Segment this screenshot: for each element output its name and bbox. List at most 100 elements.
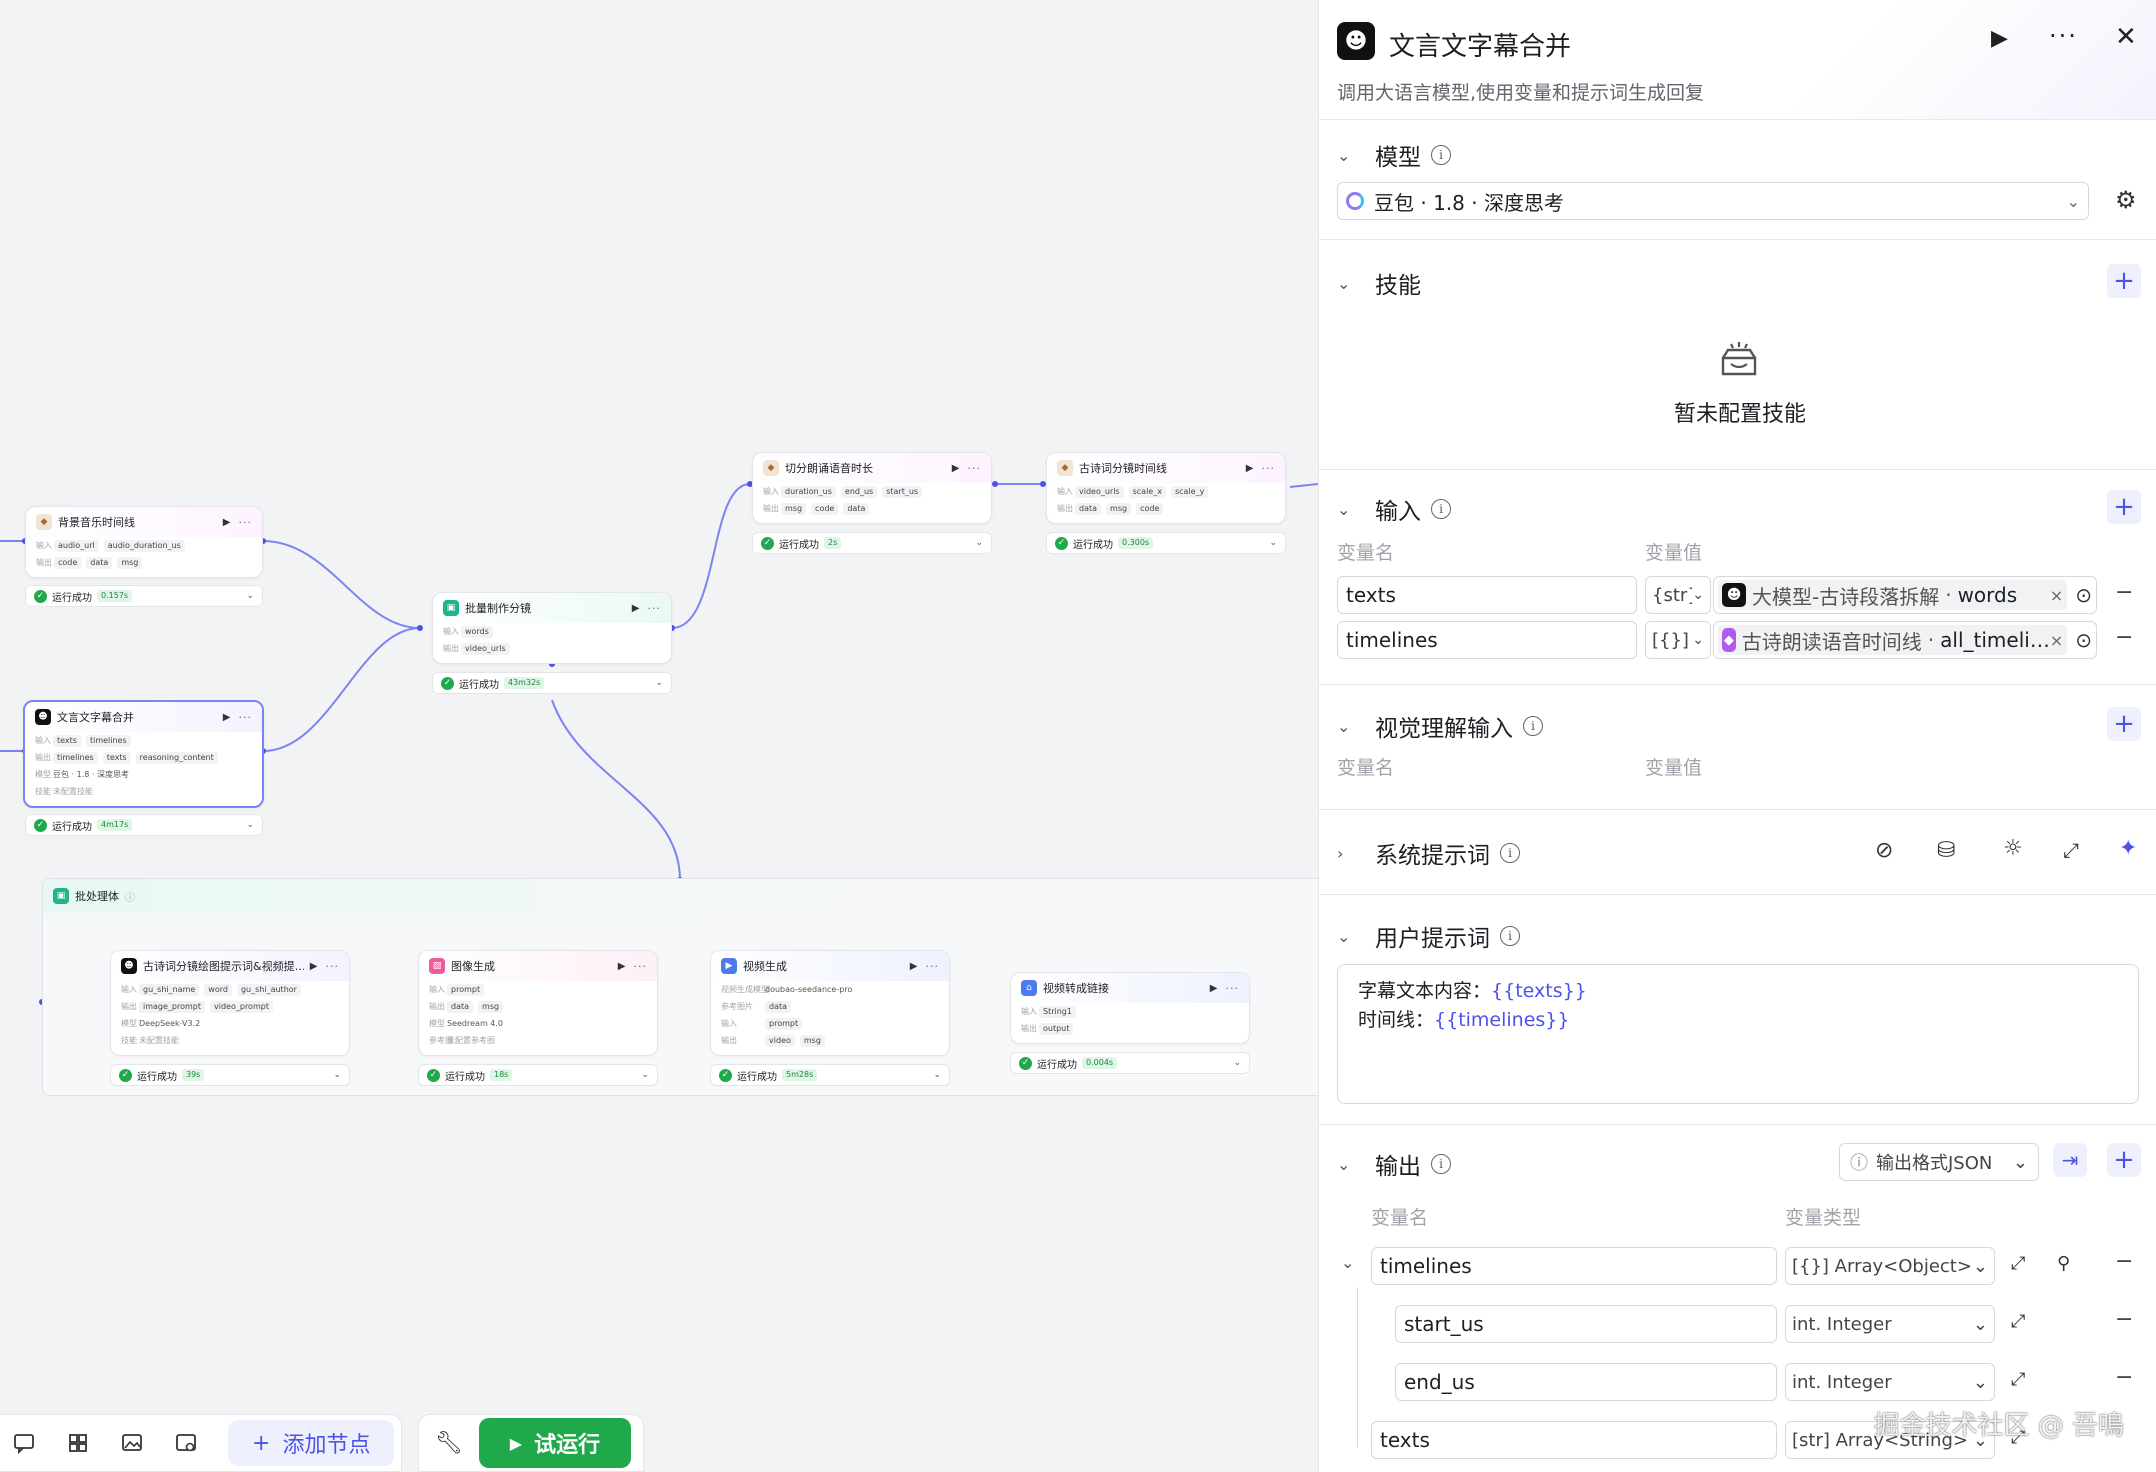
more-icon[interactable]: ··· [2049, 22, 2078, 50]
play-icon[interactable]: ▶ [1991, 26, 2008, 51]
play-icon[interactable]: ▶ [309, 960, 318, 972]
status-bar-gsjh[interactable]: ✓ 运行成功 39s ⌄ [110, 1064, 350, 1086]
node-poem-storyboard-timeline[interactable]: ◆ 古诗词分镜时间线 ▶ ··· 输入 video_urls scale_x s… [1046, 452, 1286, 524]
chevron-down-icon[interactable]: ⌄ [1337, 499, 1351, 519]
output-name-field[interactable]: timelines [1371, 1247, 1777, 1285]
chevron-down-icon[interactable]: ⌄ [975, 538, 983, 548]
model-select[interactable]: 豆包 · 1.8 · 深度思考 ⌄ [1337, 182, 2089, 220]
chevron-down-icon[interactable]: ⌄ [246, 820, 254, 830]
info-icon[interactable]: i [1500, 926, 1520, 946]
add-output-button[interactable]: + [2107, 1143, 2141, 1177]
info-icon[interactable]: i [1523, 716, 1543, 736]
more-icon[interactable]: ··· [925, 959, 939, 973]
expand-icon[interactable]: ⤢ [2011, 1369, 2026, 1390]
more-icon[interactable]: ··· [967, 461, 981, 475]
more-icon[interactable]: ··· [647, 601, 661, 615]
play-icon[interactable]: ▶ [222, 516, 231, 528]
input-name-field[interactable]: texts [1337, 576, 1637, 614]
output-type-select[interactable]: [{}] Array<Object> ⌄ [1785, 1247, 1995, 1285]
info-icon[interactable]: i [1431, 1154, 1451, 1174]
output-name-field[interactable]: end_us [1395, 1363, 1777, 1401]
status-bar-spzl[interactable]: ✓ 运行成功 0.004s ⌄ [1010, 1052, 1250, 1074]
input-value-ref[interactable]: ◆ 古诗朗读语音时间线 · all_timeli… × ⊙ [1713, 621, 2097, 659]
node-poem-prompt-generator[interactable]: ☻ 古诗词分镜绘图提示词&视频提… ▶ ··· 输入 gu_shi_name w… [110, 950, 350, 1056]
settings-icon[interactable]: ⚙ [2115, 186, 2137, 214]
remove-output-icon[interactable]: − [2115, 1365, 2134, 1390]
status-bar-gsfj[interactable]: ✓ 运行成功 0.300s ⌄ [1046, 532, 1286, 554]
status-bar-spsc[interactable]: ✓ 运行成功 5m28s ⌄ [710, 1064, 950, 1086]
play-icon[interactable]: ▶ [1209, 982, 1218, 994]
remove-output-icon[interactable]: − [2115, 1307, 2134, 1332]
node-bgm-timeline[interactable]: ◆ 背景音乐时间线 ▶ ··· 输入 audio_url audio_durat… [25, 506, 263, 578]
clear-icon[interactable]: × [2049, 585, 2064, 605]
status-bar-txsc[interactable]: ✓ 运行成功 18s ⌄ [418, 1064, 658, 1086]
play-icon[interactable]: ▶ [951, 462, 960, 474]
chevron-down-icon[interactable]: ⌄ [1337, 273, 1351, 293]
close-icon[interactable]: ✕ [2115, 22, 2137, 52]
comment-icon[interactable] [6, 1425, 42, 1461]
status-bar-plzz[interactable]: ✓ 运行成功 43m32s ⌄ [432, 672, 672, 694]
status-bar-wyzm[interactable]: ✓ 运行成功 4m17s ⌄ [25, 814, 263, 836]
add-skill-button[interactable]: + [2107, 264, 2141, 298]
status-bar-qffl[interactable]: ✓ 运行成功 2s ⌄ [752, 532, 992, 554]
chevron-down-icon[interactable]: ⌄ [1337, 926, 1351, 946]
remove-input-icon[interactable]: − [2115, 625, 2134, 650]
play-icon[interactable]: ▶ [222, 711, 231, 723]
node-video-to-link[interactable]: ⌂ 视频转成链接 ▶ ··· 输入 String1 输出 output [1010, 972, 1250, 1044]
prompt-library-icon[interactable]: ⛁ [1937, 838, 1956, 863]
ai-sparkle-icon[interactable]: ✦ [2119, 836, 2138, 861]
output-type-select[interactable]: int. Integer ⌄ [1785, 1305, 1995, 1343]
clear-icon[interactable]: × [2049, 630, 2064, 650]
expand-icon[interactable]: ⤢ [2011, 1311, 2026, 1332]
input-type-select[interactable]: {str} ⌄ [1645, 576, 1711, 614]
expand-icon[interactable]: ⤢ [2011, 1253, 2026, 1274]
more-icon[interactable]: ··· [238, 710, 252, 724]
input-value-ref[interactable]: ☻ 大模型-古诗段落拆解 · words × ⊙ [1713, 576, 2097, 614]
info-icon[interactable]: i [1431, 145, 1451, 165]
info-icon[interactable]: i [1431, 499, 1451, 519]
add-vision-input-button[interactable]: + [2107, 707, 2141, 741]
panel-title[interactable]: 文言文字幕合并 [1389, 32, 1572, 62]
expand-icon[interactable]: ⤢ [2063, 838, 2079, 862]
add-node-button[interactable]: + 添加节点 [228, 1420, 395, 1466]
more-icon[interactable]: ··· [325, 959, 339, 973]
more-icon[interactable]: ··· [1225, 981, 1239, 995]
input-type-select[interactable]: [{}] ⌄ [1645, 621, 1711, 659]
chevron-down-icon[interactable]: ⌄ [933, 1070, 941, 1080]
remove-output-icon[interactable]: − [2115, 1249, 2134, 1274]
remove-input-icon[interactable]: − [2115, 580, 2134, 605]
chevron-down-icon[interactable]: ⌄ [1337, 1154, 1351, 1174]
ref-picker-icon[interactable]: ⊙ [2075, 583, 2092, 607]
info-icon[interactable]: i [1500, 843, 1520, 863]
input-name-field[interactable]: timelines [1337, 621, 1637, 659]
chevron-down-icon[interactable]: ⌄ [1337, 716, 1351, 736]
chevron-down-icon[interactable]: ⌄ [641, 1070, 649, 1080]
chevron-down-icon[interactable]: ⌄ [1337, 145, 1351, 165]
output-name-field[interactable]: texts [1371, 1421, 1777, 1459]
play-icon[interactable]: ▶ [617, 960, 626, 972]
chevron-down-icon[interactable]: ⌄ [333, 1070, 341, 1080]
chevron-right-icon[interactable]: › [1337, 843, 1344, 863]
play-icon[interactable]: ▶ [1245, 462, 1254, 474]
zoom-icon[interactable] [168, 1425, 204, 1461]
node-image-generation[interactable]: ▨ 图像生成 ▶ ··· 输入 prompt 输出 data msg 模型 Se… [418, 950, 658, 1056]
node-wenyan-subtitle-merge[interactable]: ☻ 文言文字幕合并 ▶ ··· 输入 texts timelines 输出 ti… [23, 700, 264, 808]
output-name-field[interactable]: start_us [1395, 1305, 1777, 1343]
layout-icon[interactable] [60, 1425, 96, 1461]
output-format-select[interactable]: ⓘ 输出格式JSON ⌄ [1839, 1143, 2039, 1181]
wrench-icon[interactable]: 🔧︎ [435, 1430, 463, 1456]
chevron-down-icon[interactable]: ⌄ [1269, 538, 1277, 548]
node-split-recital-duration[interactable]: ◆ 切分朗诵语音时长 ▶ ··· 输入 duration_us end_us s… [752, 452, 992, 524]
chevron-down-icon[interactable]: ⌄ [655, 678, 663, 688]
workflow-canvas[interactable]: ◆ 背景音乐时间线 ▶ ··· 输入 audio_url audio_durat… [0, 0, 1318, 1472]
lightbulb-icon[interactable]: ☼ [2003, 836, 2023, 861]
chevron-down-icon[interactable]: ⌄ [1233, 1058, 1241, 1068]
output-type-select[interactable]: [str] Array<String> ⌄ [1785, 1421, 1995, 1459]
compass-icon[interactable]: ⊘ [1875, 838, 1894, 863]
minimap-icon[interactable] [114, 1425, 150, 1461]
user-prompt-editor[interactable]: 字幕文本内容：{{texts}} 时间线：{{timelines}} [1337, 964, 2139, 1104]
play-icon[interactable]: ▶ [631, 602, 640, 614]
more-icon[interactable]: ··· [238, 515, 252, 529]
output-type-select[interactable]: int. Integer ⌄ [1785, 1363, 1995, 1401]
node-batch-storyboard[interactable]: ▣ 批量制作分镜 ▶ ··· 输入 words 输出 video_urls [432, 592, 672, 664]
